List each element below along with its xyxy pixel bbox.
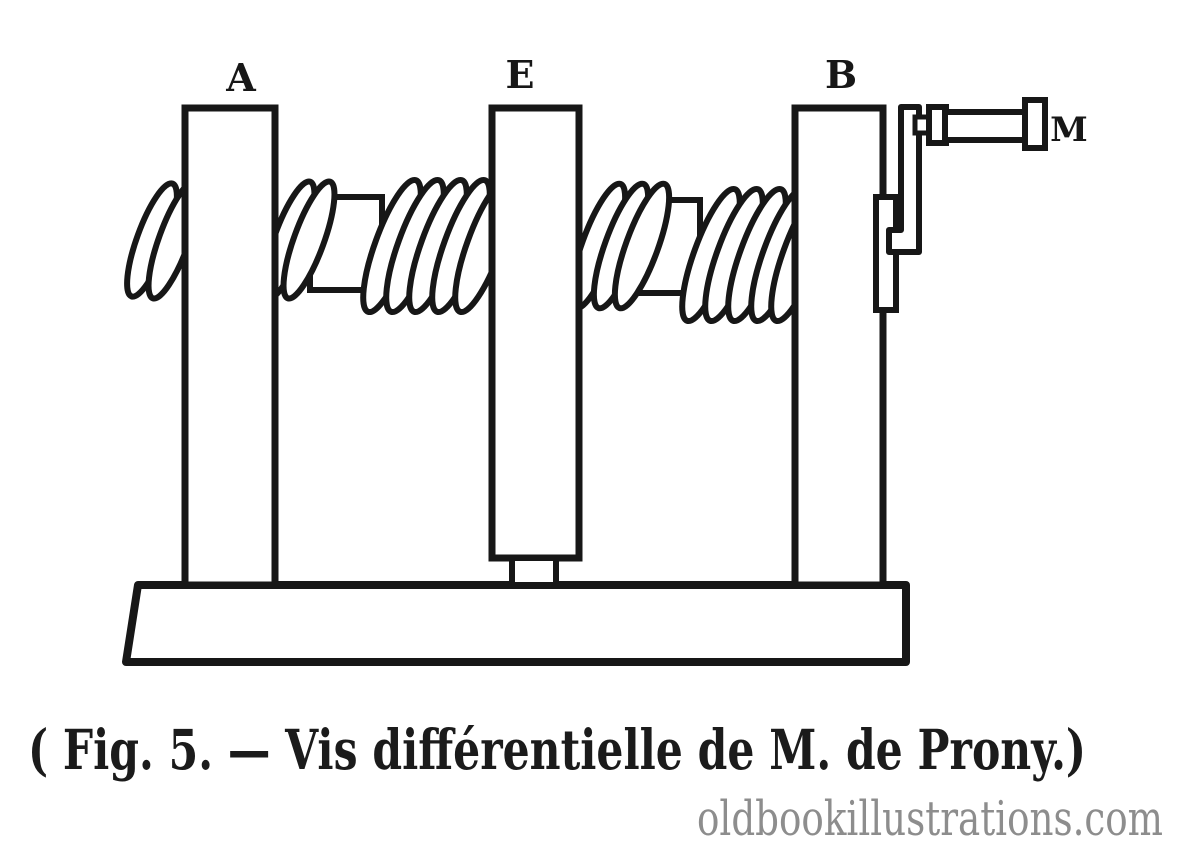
crank-assembly	[873, 97, 1048, 313]
thread-turn	[611, 180, 673, 312]
label-post-a: A	[225, 55, 256, 100]
label-post-b: B	[825, 52, 857, 97]
post-e-foot	[509, 555, 559, 588]
handle-cap-right	[1022, 97, 1048, 151]
post-a	[181, 104, 279, 589]
figure-caption: ( Fig. 5. — Vis différentielle de M. de …	[28, 717, 1086, 782]
post-b	[791, 104, 887, 589]
crank-arm	[886, 104, 922, 255]
support-posts	[181, 104, 887, 589]
base-plate	[122, 581, 910, 666]
post-e	[488, 104, 583, 562]
handle-grip	[942, 109, 1030, 143]
screw-thread-right-of-e	[567, 180, 673, 312]
thread-turn	[280, 178, 338, 302]
label-post-e: E	[506, 52, 535, 97]
watermark: oldbookillustrations.com	[697, 791, 1163, 845]
label-crank-m: M	[1050, 110, 1088, 150]
